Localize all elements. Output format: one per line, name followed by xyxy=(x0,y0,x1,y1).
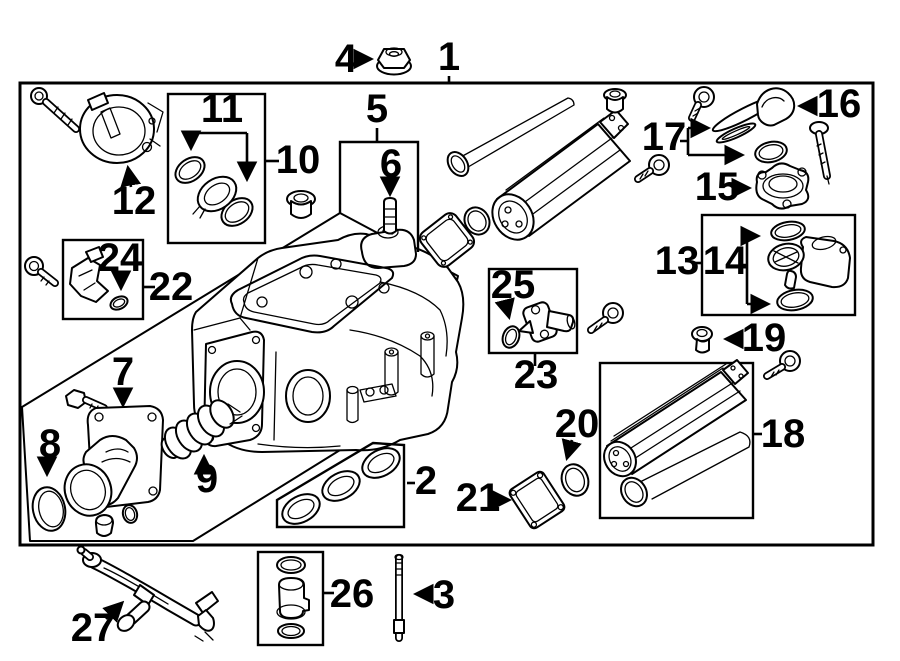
part-19-grommet[interactable] xyxy=(691,326,713,354)
part-13-throttle-body[interactable] xyxy=(765,234,851,290)
part-21-gasket-plate[interactable] xyxy=(508,470,567,530)
callout-23[interactable]: 23 xyxy=(514,353,559,397)
callout-20[interactable]: 20 xyxy=(555,402,600,446)
callout-19[interactable]: 19 xyxy=(742,316,787,360)
part-22-sensor[interactable] xyxy=(69,246,109,303)
part-9-bellows[interactable] xyxy=(158,396,243,463)
part-18-intercooler[interactable] xyxy=(598,359,751,511)
leader-17-bracket xyxy=(680,128,690,155)
part-1-intercooler-tube[interactable] xyxy=(443,97,575,180)
group-box-22 xyxy=(61,238,145,321)
part-16-elbow-duct[interactable] xyxy=(710,87,796,135)
callout-24[interactable]: 24 xyxy=(98,236,143,280)
callout-15[interactable]: 15 xyxy=(695,165,740,209)
part-20-o-ring[interactable] xyxy=(557,461,592,500)
callout-18[interactable]: 18 xyxy=(761,412,806,456)
callout-16[interactable]: 16 xyxy=(817,82,862,126)
group-box-13 xyxy=(700,213,857,317)
part-4-flange-nut[interactable] xyxy=(376,47,412,76)
group-box-10 xyxy=(166,92,267,245)
leader-25 xyxy=(494,297,515,321)
part-14-o-ring-upper[interactable] xyxy=(770,219,807,243)
callout-12[interactable]: 12 xyxy=(112,179,157,223)
callout-25[interactable]: 25 xyxy=(491,263,536,307)
part-25-o-ring[interactable] xyxy=(500,324,523,350)
part-2-gaskets[interactable] xyxy=(277,442,405,530)
part-1-intercooler-core[interactable] xyxy=(484,109,631,247)
callout-8[interactable]: 8 xyxy=(39,422,61,466)
part-6-check-valve[interactable] xyxy=(383,197,397,235)
callout-13[interactable]: 13 xyxy=(655,239,700,283)
part-17-o-ring[interactable] xyxy=(753,139,788,165)
callout-7[interactable]: 7 xyxy=(112,350,134,394)
group-box-23 xyxy=(487,267,579,355)
part-3-stud-bolt[interactable] xyxy=(393,553,405,642)
bolt-icon[interactable] xyxy=(30,87,80,133)
callout-11[interactable]: 11 xyxy=(201,87,243,131)
group-box-26 xyxy=(256,550,325,647)
leader-20 xyxy=(561,438,582,462)
callout-27[interactable]: 27 xyxy=(71,606,116,650)
leader-12 xyxy=(120,164,142,188)
plug-icon[interactable] xyxy=(94,514,114,537)
callout-26[interactable]: 26 xyxy=(330,572,375,616)
callout-22[interactable]: 22 xyxy=(149,265,194,309)
part-10-clamp[interactable] xyxy=(191,170,243,219)
bolt-icon[interactable] xyxy=(634,154,670,183)
callout-1[interactable]: 1 xyxy=(438,35,460,79)
callout-9[interactable]: 9 xyxy=(196,457,218,501)
group-box-5 xyxy=(338,140,420,252)
callout-6[interactable]: 6 xyxy=(380,142,402,186)
callout-2[interactable]: 2 xyxy=(415,459,437,503)
group-box-2 xyxy=(275,441,406,529)
long-bolt-icon[interactable] xyxy=(809,121,831,185)
callout-10[interactable]: 10 xyxy=(276,138,321,182)
o-ring-icon[interactable] xyxy=(460,203,495,239)
leader-14-bracket xyxy=(740,236,749,304)
part-27-coolant-pipe[interactable] xyxy=(76,545,219,642)
part-14-o-ring-lower[interactable] xyxy=(776,287,815,313)
part-7-inlet-housing[interactable] xyxy=(57,405,164,522)
part-17-gasket-sliver[interactable] xyxy=(715,120,757,145)
part-15-flange-cap[interactable] xyxy=(755,162,810,210)
callout-4[interactable]: 4 xyxy=(335,37,358,81)
bolt-icon[interactable] xyxy=(688,86,715,122)
part-24-seal[interactable] xyxy=(108,294,129,312)
part-8-cover-cap[interactable] xyxy=(29,484,69,534)
grommet-icon[interactable] xyxy=(286,190,316,219)
part-12-bypass-valve[interactable] xyxy=(79,92,164,164)
square-gasket-icon[interactable] xyxy=(417,210,478,270)
callout-21[interactable]: 21 xyxy=(456,476,501,520)
callout-17[interactable]: 17 xyxy=(642,115,687,159)
bolt-icon[interactable] xyxy=(763,350,801,380)
o-ring-icon[interactable] xyxy=(121,503,139,524)
grommet-icon[interactable] xyxy=(603,88,627,114)
callout-3[interactable]: 3 xyxy=(433,573,455,617)
bolt-icon[interactable] xyxy=(587,302,624,334)
part-11-seal-pair[interactable] xyxy=(171,152,258,232)
part-23-position-sensor[interactable] xyxy=(518,301,576,344)
part-26-connector[interactable] xyxy=(276,556,310,639)
diagram-border xyxy=(18,81,875,547)
leader-27 xyxy=(102,600,125,623)
callout-14[interactable]: 14 xyxy=(703,239,748,283)
hex-bolt-icon[interactable] xyxy=(65,389,108,412)
group-box-18 xyxy=(598,361,755,520)
callout-5[interactable]: 5 xyxy=(366,87,388,131)
bolt-icon[interactable] xyxy=(24,256,59,287)
